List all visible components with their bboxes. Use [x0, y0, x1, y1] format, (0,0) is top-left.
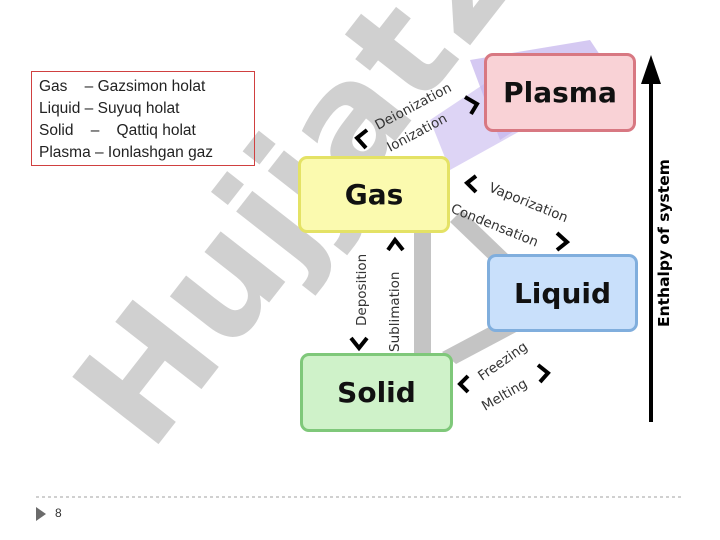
gas-solid-connector — [414, 232, 431, 356]
state-plasma: Plasma — [484, 53, 636, 132]
enthalpy-axis: Enthalpy of system — [641, 55, 673, 422]
state-liquid: Liquid — [487, 254, 638, 332]
legend-line-gas: Gas – Gazsimon holat — [39, 78, 206, 95]
state-plasma-label: Plasma — [503, 76, 617, 109]
legend-box: Gas – Gazsimon holat Liquid – Suyuq hola… — [31, 71, 255, 166]
slide-marker-icon — [36, 507, 46, 521]
vaporization-chevron-icon — [463, 174, 478, 194]
melting-chevron-icon — [457, 374, 470, 394]
enthalpy-axis-label: Enthalpy of system — [655, 159, 673, 327]
sublimation-label: Sublimation — [387, 272, 403, 352]
ionization-chevron-icon — [354, 128, 369, 150]
condensation-chevron-icon — [555, 231, 571, 252]
legend-line-plasma: Plasma – Ionlashgan gaz — [39, 144, 214, 161]
deposition-chevron-icon — [349, 336, 369, 352]
page-number: 8 — [55, 506, 62, 520]
legend-line-liquid: Liquid – Suyuq holat — [39, 100, 180, 117]
state-solid: Solid — [300, 353, 453, 432]
state-gas-label: Gas — [344, 178, 404, 211]
state-solid-label: Solid — [337, 376, 416, 409]
state-gas: Gas — [298, 156, 450, 233]
state-liquid-label: Liquid — [513, 276, 612, 310]
deionization-chevron-icon — [463, 95, 480, 116]
sublimation-chevron-icon — [386, 236, 405, 252]
legend-line-solid: Solid – Qattiq holat — [39, 122, 196, 139]
deposition-label: Deposition — [354, 254, 370, 326]
freezing-chevron-icon — [536, 363, 551, 384]
